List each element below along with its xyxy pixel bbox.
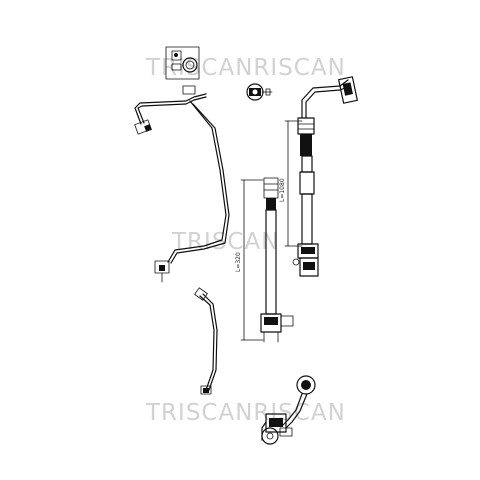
- banjo-bolt-detail: [246, 83, 273, 101]
- watermark-bottom: TRISCANRISCAN: [145, 400, 346, 426]
- watermark-top: TRISCANRISCAN: [145, 55, 346, 81]
- right-hose-length: L=1080: [279, 178, 286, 202]
- right-hose: L=1080: [279, 76, 358, 277]
- rigid-brake-line-lower: [194, 287, 218, 395]
- bottom-hose: [261, 375, 316, 445]
- rigid-brake-line-upper: [134, 85, 230, 283]
- fitting-detail-box: [165, 46, 200, 80]
- middle-hose-length: L=320: [235, 252, 242, 272]
- middle-hose: L=320: [235, 177, 294, 343]
